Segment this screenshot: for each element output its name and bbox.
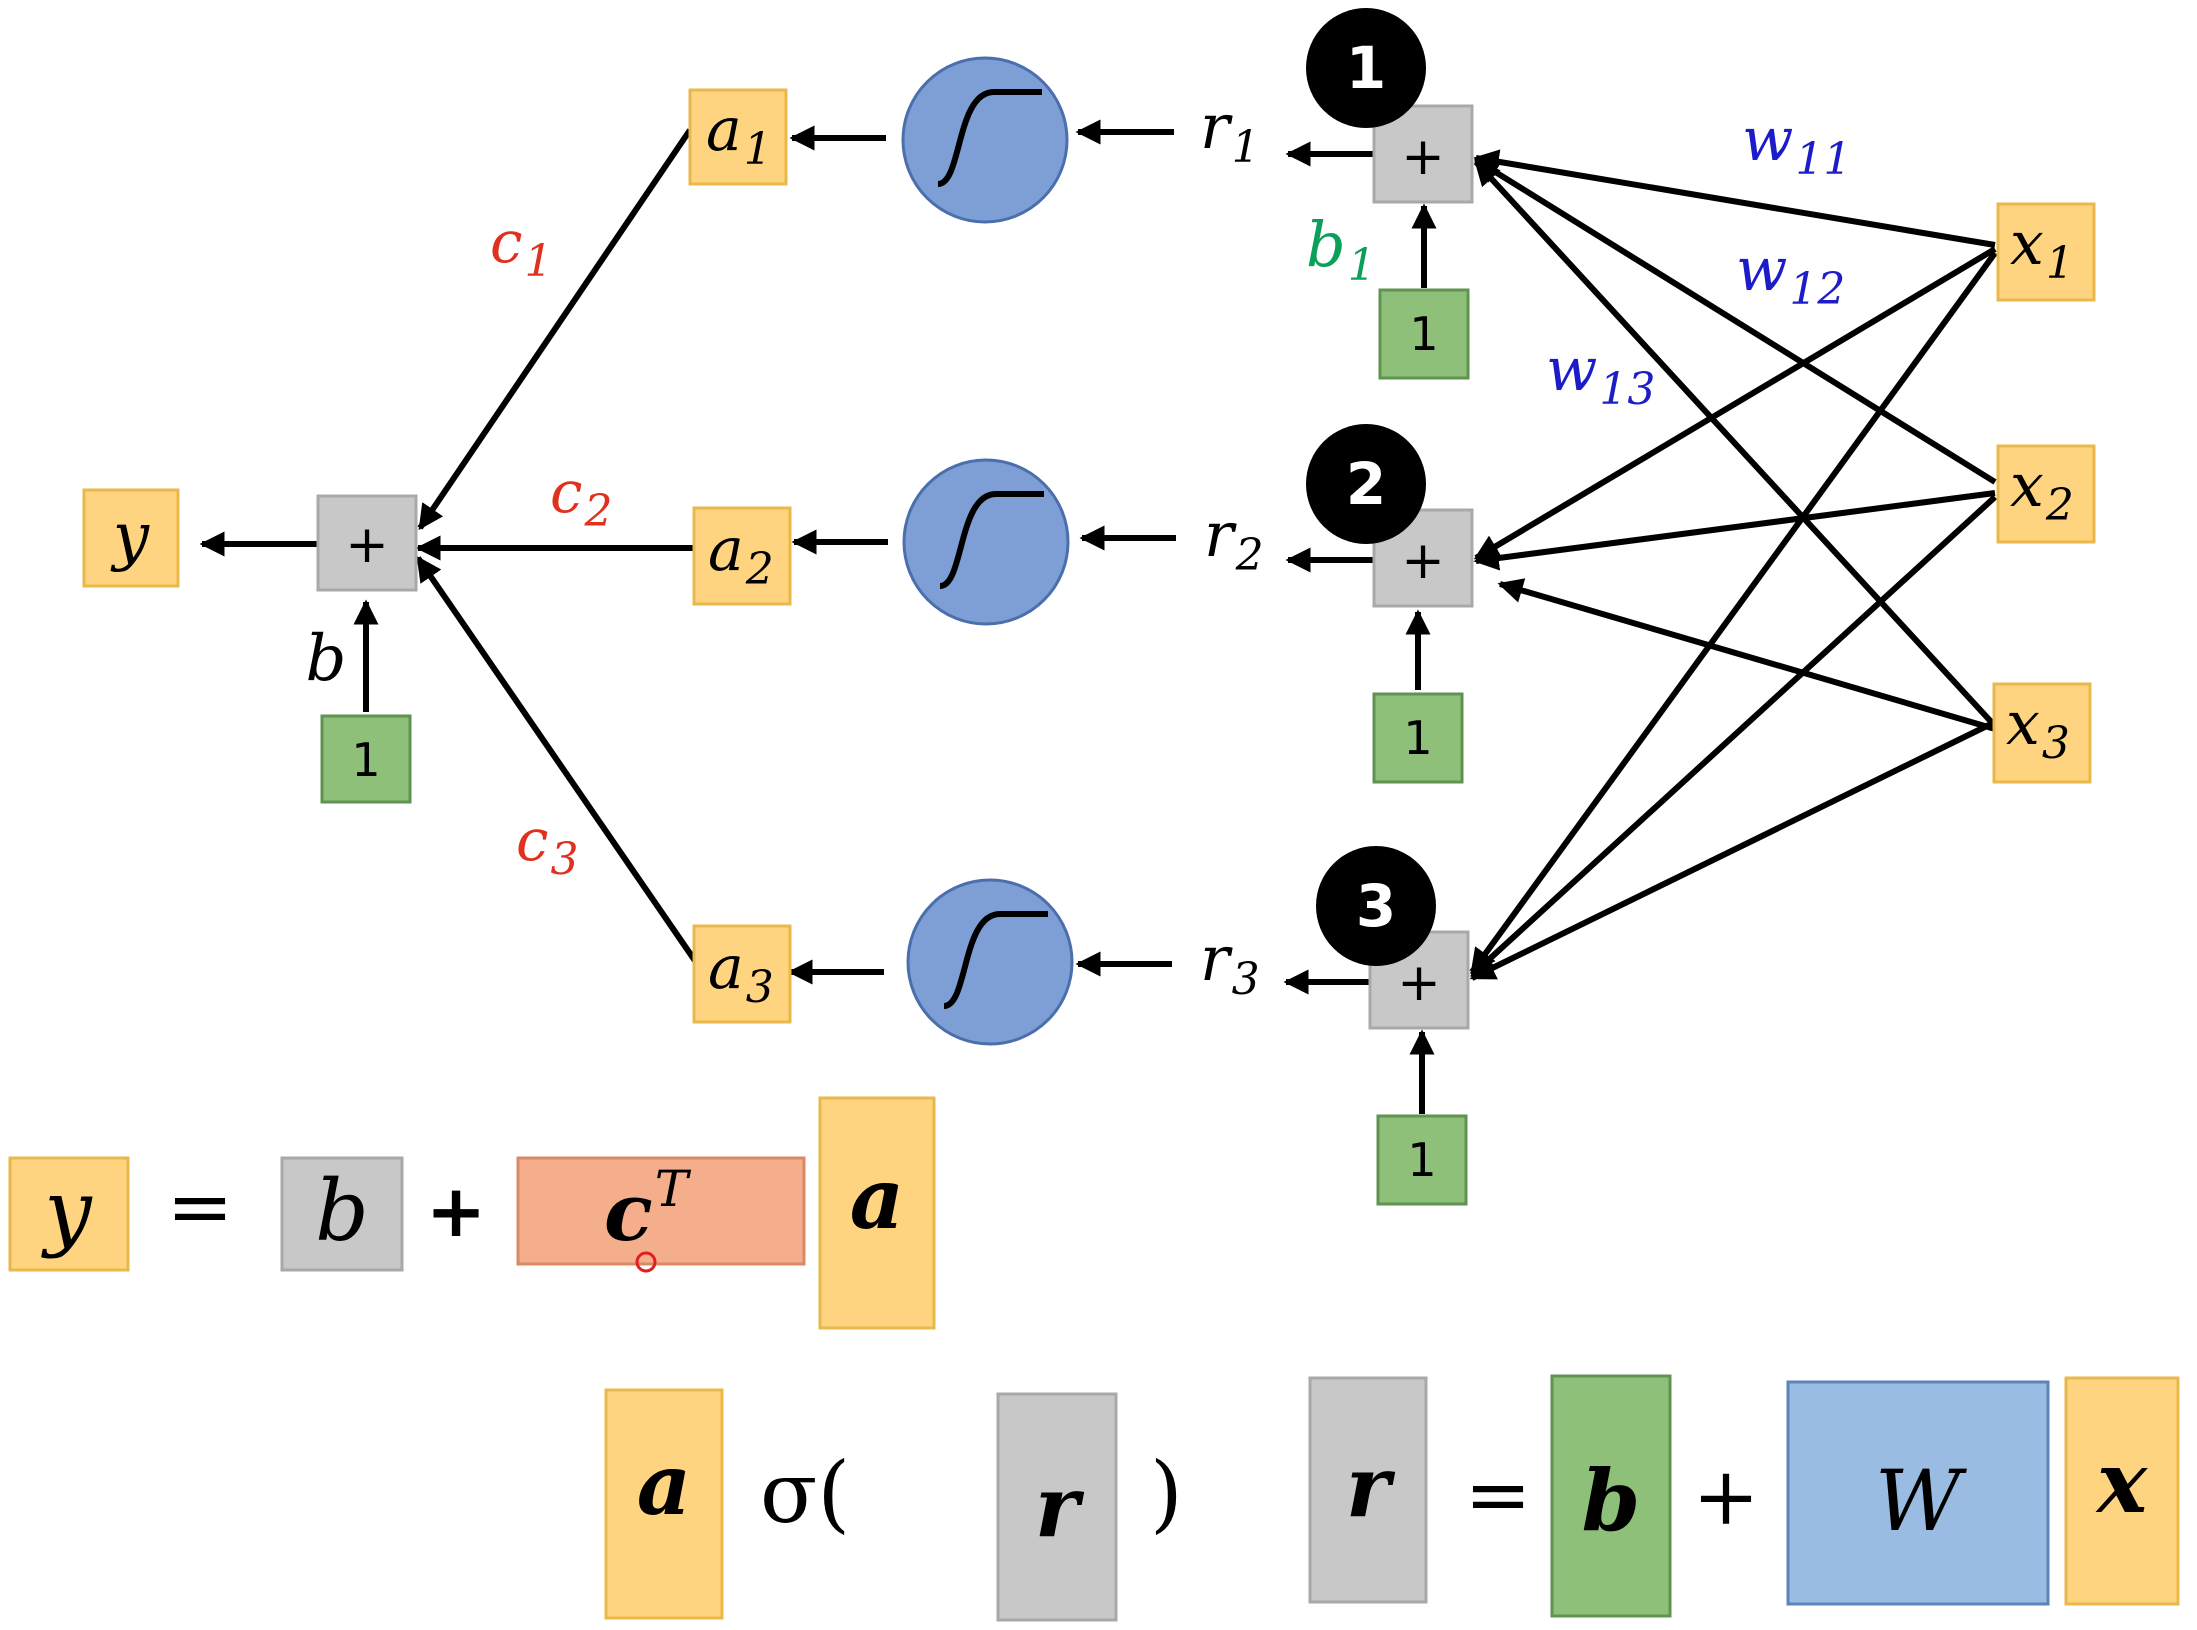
svg-text:a3: a3 [708,933,774,1013]
output-edges [199,128,703,970]
eq1-b-box [280,1156,404,1272]
eq2-a-box [604,1388,724,1620]
b1-label: b1 [1306,208,1376,291]
eq3-r-box [1308,1376,1428,1604]
edge-x2-sum3 [1469,494,1998,978]
sigmoid-icon [902,458,1070,626]
input-node-x3: x3 [1992,682,2092,784]
bias-one-2: 1 [1372,692,1464,784]
eq1-c-box [516,1156,806,1266]
edge-x1-sum2 [1473,246,1997,561]
eq3-W: W [1875,1452,1968,1550]
svg-text:1: 1 [1403,711,1432,765]
svg-text:x3: x3 [2006,689,2070,769]
svg-text:2: 2 [1346,450,1386,518]
input-node-x1: x1 [1996,202,2096,302]
eq2-sigma: σ( [760,1444,850,1542]
eq3-x: x [2095,1433,2148,1532]
output-bias-label: b [306,622,347,696]
neuron-badge-1: 1 [1306,8,1426,128]
svg-text:1: 1 [1407,1133,1436,1187]
eq3-b-box [1550,1374,1672,1618]
edge-x2-sum2 [1473,490,1996,571]
edge-x1-sum1 [1473,149,1996,248]
edge-x2-sum1 [1473,157,1997,485]
a3-node: a3 [692,924,792,1024]
svg-text:a2: a2 [708,515,774,595]
svg-text:3: 3 [1356,872,1396,940]
edge-x1-sum3 [1469,251,1998,975]
eq3-plus: + [1692,1450,1759,1543]
eq2-r-box [996,1392,1118,1622]
w13-label: w13 [1546,335,1655,415]
eq2-r: r [1035,1457,1085,1556]
eq3-x-box [2064,1376,2180,1606]
r3-label: r3 [1200,922,1260,1005]
equation-activation: a σ( r ) [604,1388,1183,1622]
eq1-plus: + [426,1169,486,1253]
w11-label: w11 [1742,105,1851,185]
edge-a1-sum [417,128,693,531]
eq3-W-box [1786,1380,2050,1606]
plus-icon: + [1397,953,1441,1013]
eq1-c: cT [604,1160,692,1259]
plus-icon: + [345,515,389,575]
eq3-equals: = [1464,1448,1531,1541]
eq1-y-box [8,1156,130,1272]
eq1-a: a [850,1149,904,1248]
edge-x3-sum3 [1469,719,1997,981]
c1-label: c1 [490,208,552,287]
eq1-b: b [315,1162,369,1260]
eq1-y: y [40,1162,93,1260]
output-node-y: y [82,488,180,588]
equation-linear: r = b + W x [1308,1374,2180,1618]
a1-node: a1 [688,88,788,186]
edge-x3-sum1 [1473,159,1998,729]
c3-label: c3 [516,806,578,885]
edge-a3-sum [415,555,703,970]
output-bias-one: 1 [320,714,412,804]
edge-x3-sum2 [1497,578,1996,732]
r2-label: r2 [1204,498,1264,581]
svg-text:1: 1 [1346,34,1386,102]
eq1-equals: = [166,1160,233,1253]
c2-label: c2 [550,458,612,537]
sum-node-2: + [1372,508,1474,608]
svg-text:1: 1 [351,733,380,787]
eq2-close: ) [1150,1444,1183,1542]
plus-icon: + [1401,531,1445,591]
eq3-b: b [1582,1451,1641,1550]
eq3-r: r [1346,1437,1396,1536]
output-y-label: y [110,500,150,574]
svg-text:x2: x2 [2010,451,2074,531]
plus-icon: + [1401,127,1445,187]
sigmoid-icon [901,56,1069,224]
a2-node: a2 [692,506,792,606]
input-node-x2: x2 [1996,444,2096,544]
eq2-a: a [637,1435,691,1534]
neuron-badge-3: 3 [1316,846,1436,966]
svg-text:x1: x1 [2010,209,2074,289]
svg-text:1: 1 [1409,307,1438,361]
r1-label: r1 [1200,90,1260,173]
weight-edges [1469,149,1998,981]
w12-label: w12 [1736,235,1845,315]
svg-text:a1: a1 [706,95,772,175]
output-sum-node: + [316,494,418,592]
sigmoid-icon [906,878,1074,1046]
neuron-edges [787,119,1437,1114]
bias-one-1: 1 [1378,288,1470,380]
cursor-marker [635,1251,657,1273]
neuron-badge-2: 2 [1306,424,1426,544]
eq1-a-box [818,1096,936,1330]
equation-output: y = b + cT a [8,1096,936,1330]
bias-one-3: 1 [1376,1114,1468,1206]
